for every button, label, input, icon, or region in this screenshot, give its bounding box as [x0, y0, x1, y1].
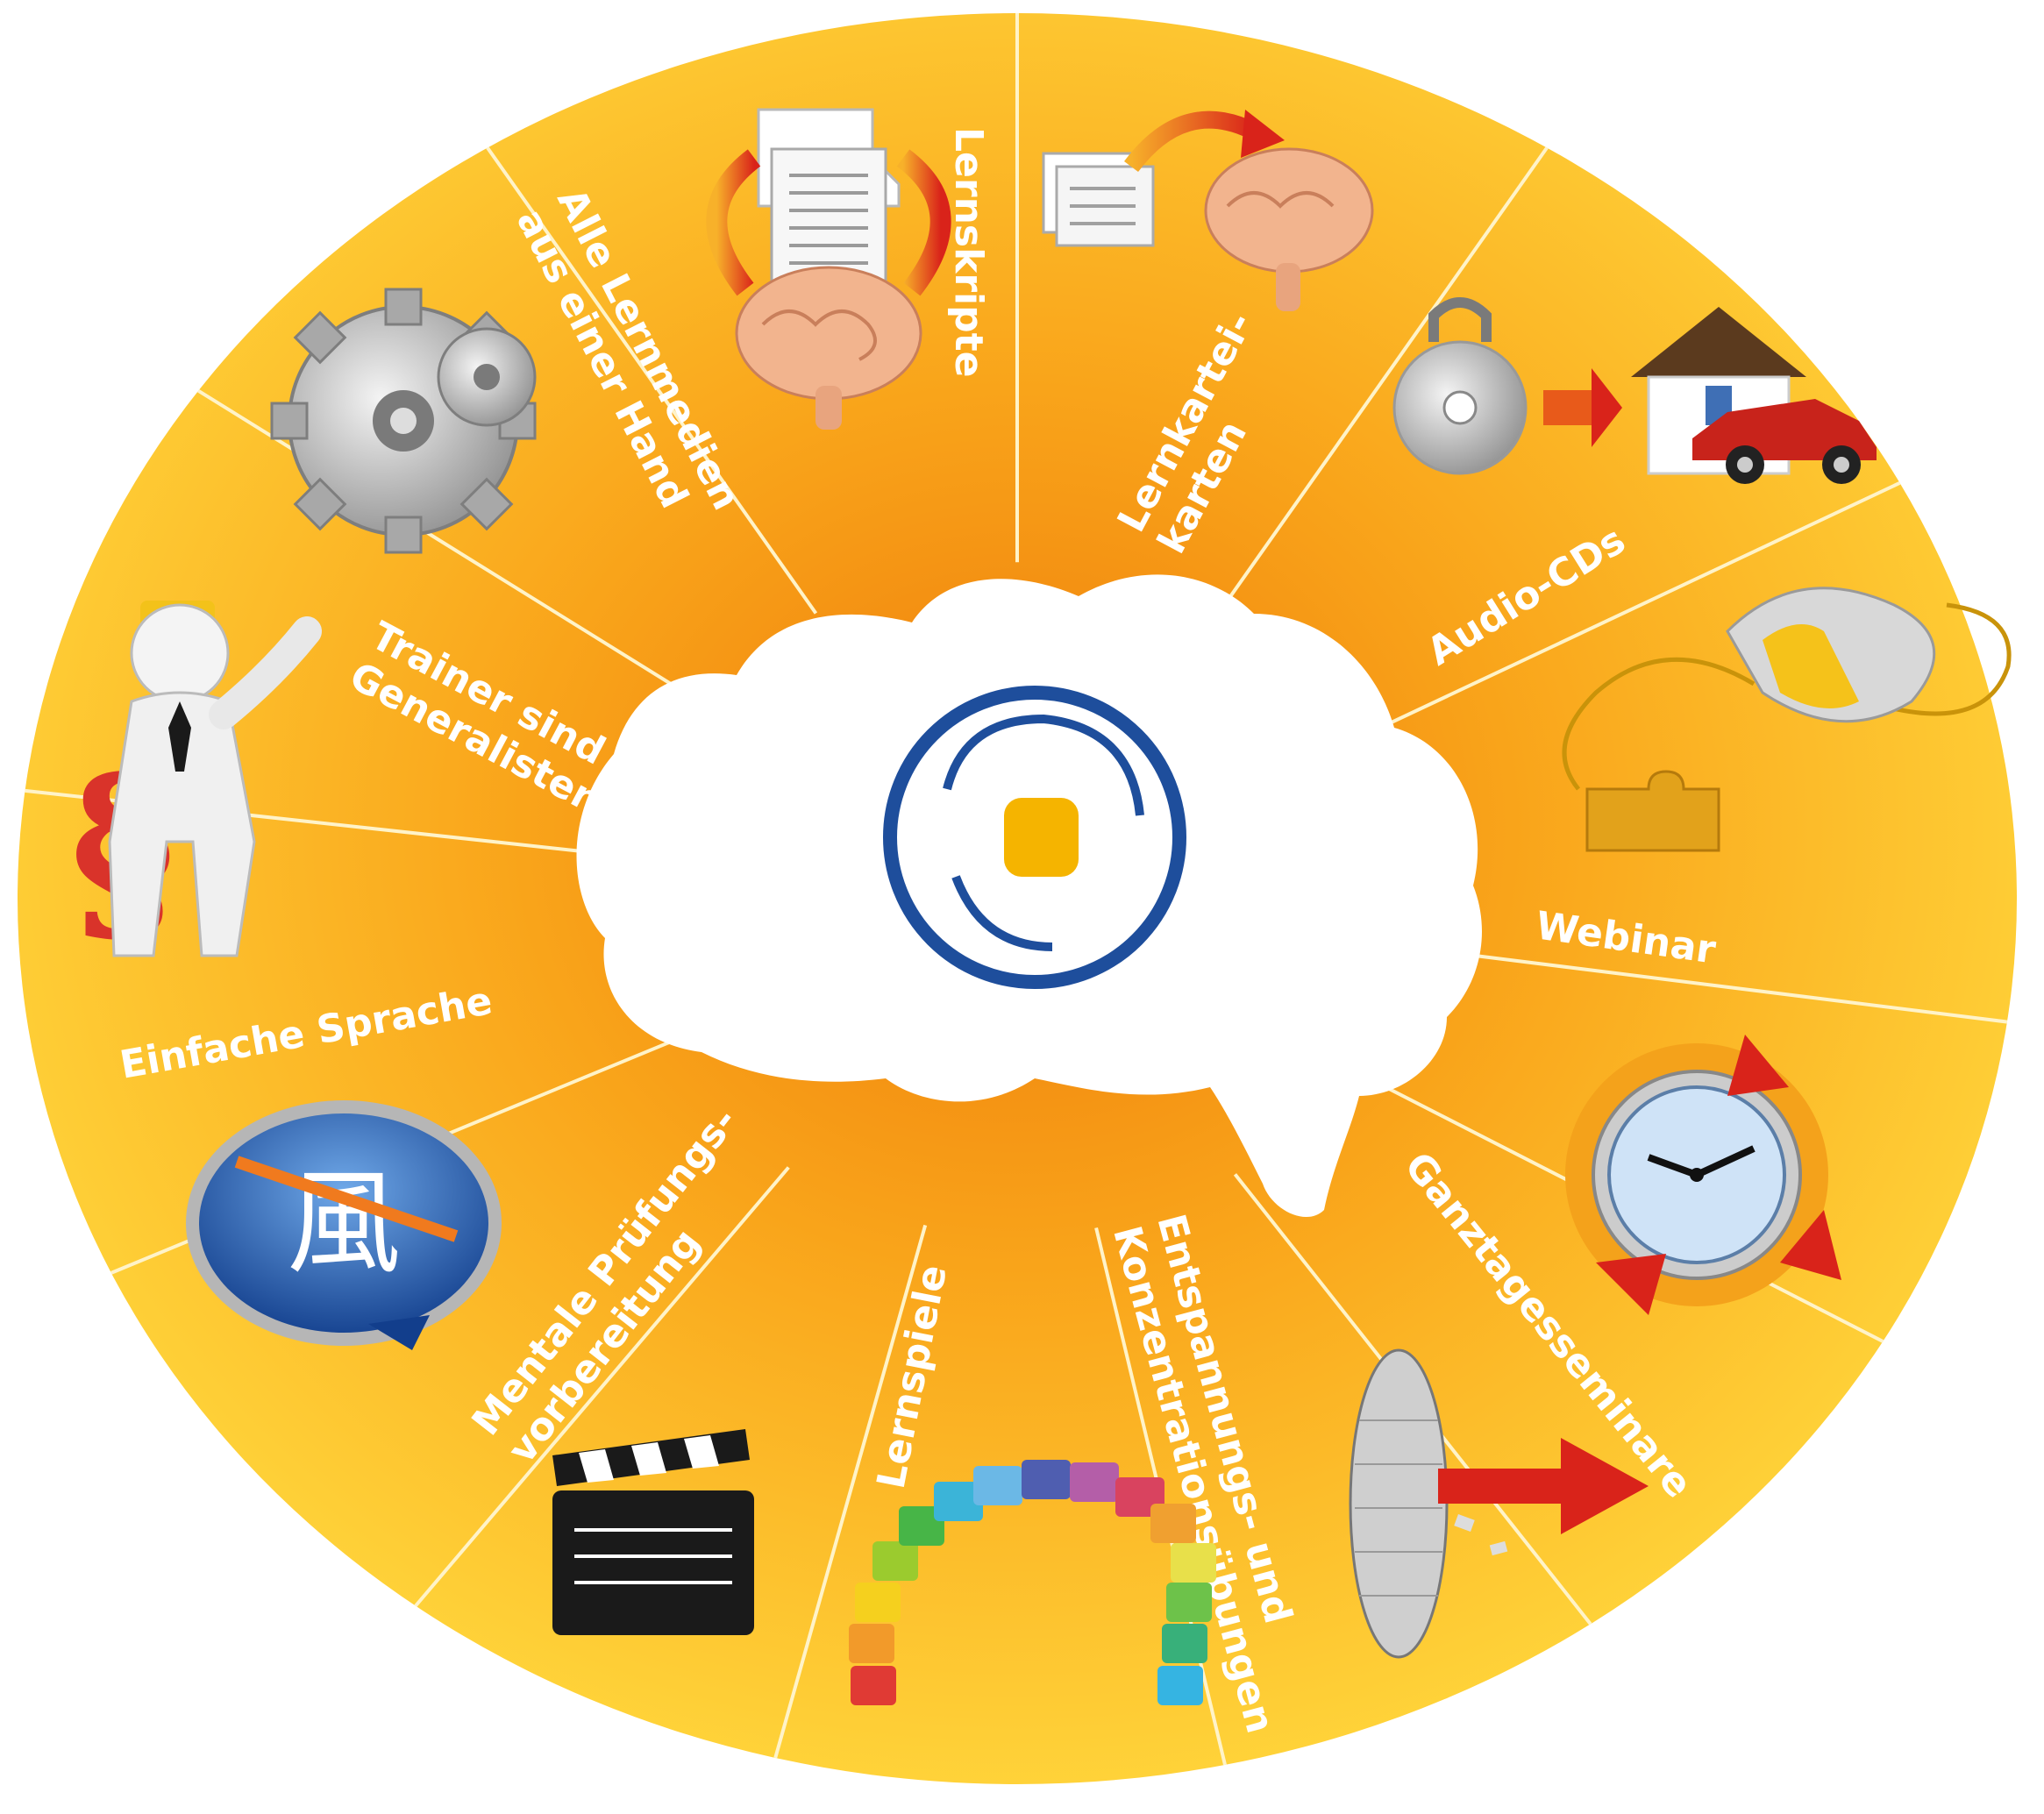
speech-bubble-icon: 風	[186, 1100, 502, 1350]
segment-divider	[1216, 146, 1549, 615]
segment-divider	[197, 388, 708, 708]
cd-house-car-icon	[1392, 297, 1877, 484]
arrow-through-wall-icon	[1349, 1348, 1649, 1659]
clapperboard-icon	[552, 1429, 754, 1635]
segment-divider	[486, 146, 818, 615]
brain-logo-icon	[576, 574, 1482, 1218]
segment-label-lernskripte: Lernskripte	[946, 127, 991, 378]
mouse-puzzle-icon	[1562, 587, 2012, 852]
trainer-paragraph-icon: §	[70, 601, 322, 969]
script-to-brain-icon	[706, 108, 951, 430]
segment-label-line: Lernskripte	[946, 127, 991, 378]
segment-divider	[1392, 943, 2008, 1024]
segment-divider	[414, 1166, 790, 1607]
block-arch-icon	[849, 1460, 1216, 1705]
cards-to-brain-icon	[1042, 110, 1374, 311]
segment-divider	[773, 1224, 928, 1759]
gears-icon	[270, 288, 537, 554]
segment-divider	[1351, 481, 1901, 743]
chinese-glyph: 風	[287, 1156, 401, 1290]
clock-arrows-icon	[1565, 1035, 1841, 1315]
